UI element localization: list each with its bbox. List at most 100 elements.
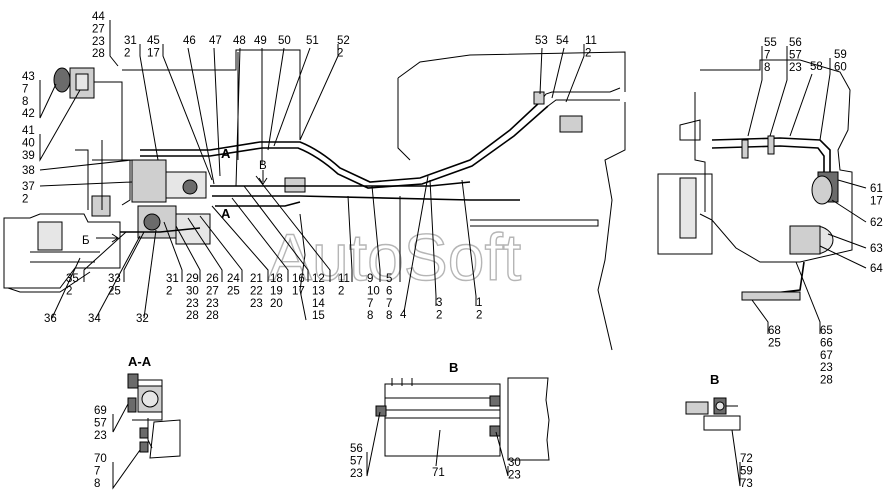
callout-58: 58 bbox=[789, 61, 823, 137]
callout-number: 31 bbox=[124, 35, 137, 47]
callout-number: 25 bbox=[227, 285, 240, 297]
callout-number: 2 bbox=[436, 309, 442, 321]
callout-38: 38 bbox=[22, 159, 133, 177]
callout-54: 54 bbox=[551, 35, 569, 99]
callout-number: 8 bbox=[764, 62, 770, 74]
callout-number: 34 bbox=[88, 313, 101, 325]
callout-number: 10 bbox=[367, 285, 380, 297]
leader-line bbox=[211, 205, 269, 282]
callout-number: 51 bbox=[306, 35, 319, 47]
callout-number: 8 bbox=[386, 310, 392, 322]
callout-number: 2 bbox=[166, 285, 172, 297]
leader-line bbox=[751, 299, 769, 334]
callout-number: 23 bbox=[250, 298, 263, 310]
callout-number: 53 bbox=[535, 35, 548, 47]
callout-number: 72 bbox=[740, 453, 753, 465]
leader-line bbox=[837, 179, 867, 189]
callout-11b: 112 bbox=[338, 195, 353, 297]
callout-number: 73 bbox=[740, 478, 753, 490]
callout-number: 47 bbox=[209, 35, 222, 47]
callout-number: 36 bbox=[44, 313, 57, 325]
callout-number: 56 bbox=[350, 443, 363, 455]
callout-number: 19 bbox=[270, 285, 283, 297]
leader-line bbox=[267, 47, 285, 151]
callout-31a: 312 bbox=[124, 35, 159, 161]
leader-line bbox=[95, 235, 141, 319]
leader-line bbox=[347, 195, 353, 282]
callout-63: 63 bbox=[827, 233, 883, 255]
section-title-b-right: В bbox=[710, 372, 719, 387]
callout-64: 64 bbox=[819, 245, 883, 275]
callout-number: 46 bbox=[183, 35, 196, 47]
callout-48: 48 bbox=[233, 35, 246, 187]
callout-number: 27 bbox=[92, 23, 105, 35]
callout-36: 36 bbox=[44, 257, 81, 325]
callout-number: 7 bbox=[367, 298, 373, 310]
leader-line bbox=[199, 215, 243, 282]
callout-53: 53 bbox=[535, 35, 548, 95]
callout-number: 23 bbox=[186, 298, 199, 310]
callout-number: 11 bbox=[585, 35, 597, 47]
callout-number: 23 bbox=[92, 36, 105, 48]
callout-51: 51 bbox=[273, 35, 319, 147]
callout-number: 49 bbox=[254, 35, 267, 47]
callout-50: 50 bbox=[267, 35, 291, 151]
callout-number: 23 bbox=[350, 468, 363, 480]
leader-line bbox=[187, 47, 215, 185]
callout-11a: 112 bbox=[565, 35, 597, 103]
section-title-b: В bbox=[449, 360, 458, 375]
callout-number: 61 bbox=[870, 183, 883, 195]
callout-number: 42 bbox=[22, 108, 35, 120]
callout-number: 4 bbox=[400, 309, 407, 321]
leader-line bbox=[769, 46, 788, 137]
callout-number: 40 bbox=[22, 137, 35, 149]
callout-number: 16 bbox=[292, 273, 305, 285]
callout-47: 47 bbox=[209, 35, 222, 177]
callout-number: 2 bbox=[338, 285, 344, 297]
leader-line bbox=[235, 47, 241, 187]
callout-49: 49 bbox=[254, 35, 267, 150]
callout-34: 34 bbox=[88, 235, 141, 325]
leader-line bbox=[83, 231, 127, 282]
callout-71: 71 bbox=[432, 429, 445, 479]
callout-number: 63 bbox=[870, 243, 883, 255]
leader-line bbox=[123, 231, 145, 282]
callout-number: 25 bbox=[768, 337, 781, 349]
view-marker-a-mid: А bbox=[221, 206, 231, 221]
callout-number: 50 bbox=[278, 35, 291, 47]
callout-number: 57 bbox=[350, 455, 363, 467]
callout-32: 32 bbox=[136, 229, 157, 325]
callout-37: 372 bbox=[22, 181, 133, 205]
callout-number: 15 bbox=[312, 310, 325, 322]
leader-line bbox=[112, 403, 129, 433]
callout-number: 31 bbox=[166, 273, 179, 285]
callout-number: 17 bbox=[147, 47, 160, 59]
leader-line bbox=[299, 44, 339, 141]
callout-number: 45 bbox=[147, 35, 160, 47]
callout-number: 28 bbox=[186, 310, 199, 322]
callout-number: 32 bbox=[136, 313, 149, 325]
callout-number: 54 bbox=[556, 35, 569, 47]
callout-number: 7 bbox=[764, 49, 770, 61]
callout-46: 46 bbox=[183, 35, 215, 185]
callout-number: 57 bbox=[94, 417, 107, 429]
callout-number: 28 bbox=[92, 48, 105, 60]
leader-line bbox=[819, 245, 867, 269]
leader-line bbox=[39, 159, 133, 171]
callout-number: 24 bbox=[227, 273, 240, 285]
callout-number: 37 bbox=[22, 181, 35, 193]
callout-number: 3 bbox=[436, 297, 442, 309]
callout-number: 33 bbox=[108, 273, 121, 285]
callout-number: 23 bbox=[820, 362, 833, 374]
